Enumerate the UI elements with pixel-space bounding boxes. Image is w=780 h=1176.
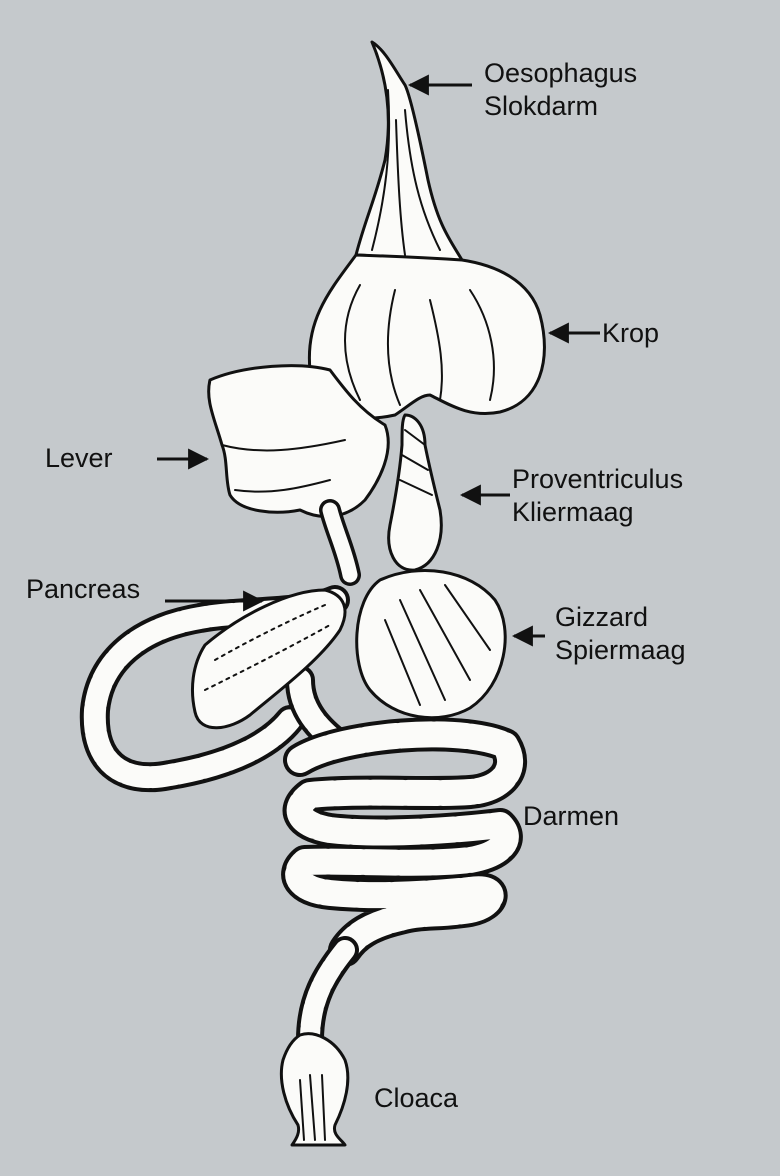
oesophagus-label: Oesophagus Slokdarm bbox=[484, 57, 637, 123]
crop-label: Krop bbox=[602, 318, 660, 348]
liver-label: Lever bbox=[45, 443, 113, 473]
liver-shape bbox=[207, 364, 390, 519]
gizzard-label: Gizzard Spiermaag bbox=[555, 601, 686, 667]
pancreas-shape bbox=[190, 588, 347, 730]
proventriculus-label-line2: Kliermaag bbox=[512, 497, 634, 527]
cloaca-label: Cloaca bbox=[374, 1083, 459, 1113]
gizzard-label-line2: Spiermaag bbox=[555, 635, 686, 665]
oesophagus-label-line1: Oesophagus bbox=[484, 58, 638, 88]
gizzard-shape bbox=[355, 569, 507, 720]
intestines-label: Darmen bbox=[523, 801, 620, 831]
pancreas-label: Pancreas bbox=[26, 574, 141, 604]
proventriculus-label-line1: Proventriculus bbox=[512, 464, 684, 494]
proventriculus-label: Proventriculus Kliermaag bbox=[512, 463, 683, 529]
oesophagus-label-line2: Slokdarm bbox=[484, 91, 599, 121]
gizzard-label-line1: Gizzard bbox=[555, 602, 649, 632]
intestines-shape bbox=[281, 717, 527, 967]
cloaca-shape bbox=[279, 1032, 350, 1147]
